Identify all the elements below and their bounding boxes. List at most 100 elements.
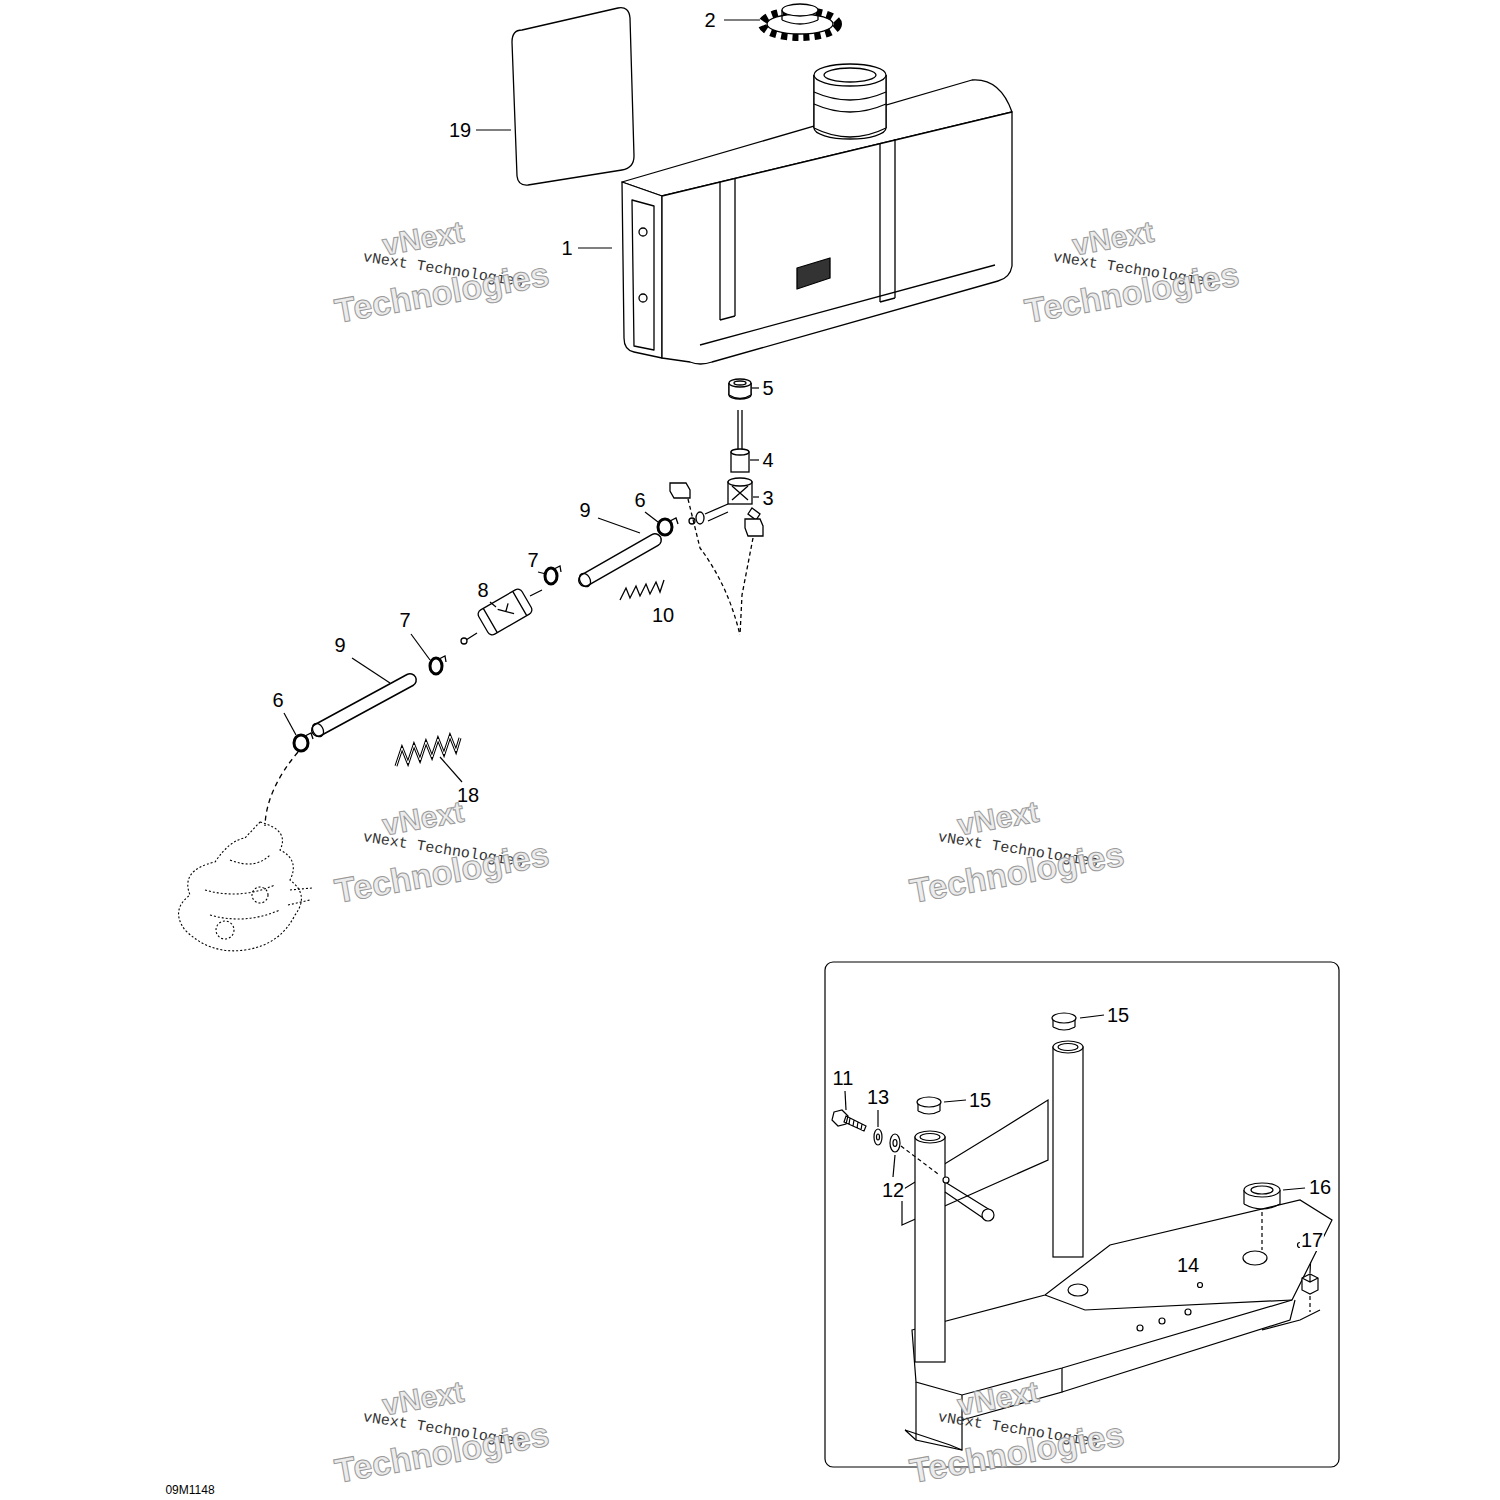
callout-number: 4: [761, 449, 774, 471]
callout-number: 16: [1308, 1176, 1332, 1198]
illustration-part: [734, 381, 746, 385]
illustration-part: [700, 265, 995, 345]
illustration-part: [1053, 1041, 1083, 1053]
callout-number: 6: [633, 489, 646, 511]
callout-number: 2: [703, 9, 716, 31]
illustration-part: [893, 1155, 895, 1177]
callout-number: 15: [968, 1089, 992, 1111]
illustration-part: [732, 486, 748, 500]
callout-number: 14: [1176, 1254, 1200, 1276]
illustration-part: [748, 508, 760, 520]
illustration-part: [893, 1140, 897, 1147]
callout-number: 5: [761, 377, 774, 399]
frame-inset: [825, 962, 1339, 1467]
illustration-part: [430, 658, 442, 674]
illustration-part: [318, 680, 410, 730]
illustration-part: [901, 1146, 938, 1174]
illustration-part: [658, 519, 672, 535]
illustration-part: [554, 566, 561, 572]
callout-number: 8: [476, 579, 489, 601]
illustration-part: [1185, 1309, 1191, 1315]
illustration-part: [915, 1131, 945, 1143]
illustration-part: [720, 178, 735, 320]
callout-number: 6: [271, 689, 284, 711]
illustration-part: [824, 68, 876, 82]
illustration-part: [639, 228, 647, 236]
illustration-part: [724, 19, 760, 20]
illustration-part: [265, 752, 298, 826]
illustration-part: [1159, 1318, 1165, 1324]
illustration-part: [252, 887, 268, 903]
illustration-part: [294, 735, 308, 751]
illustration-part: [1302, 1274, 1318, 1282]
illustration-part: [1058, 1044, 1078, 1051]
illustration-part: [1251, 1186, 1273, 1194]
illustration-part: [797, 258, 830, 289]
illustration-part: [1261, 1212, 1262, 1250]
illustration-part: [305, 733, 313, 739]
illustration-part: [1302, 1274, 1318, 1294]
illustration-part: [731, 449, 749, 455]
illustration-part: [825, 962, 1339, 1467]
illustration-part: [915, 1137, 945, 1362]
illustration-part: [598, 518, 640, 533]
illustration-part: [490, 602, 496, 607]
callout-number: 11: [832, 1067, 855, 1089]
illustration-part: [396, 736, 460, 766]
illustration-part: [476, 129, 511, 130]
illustration-part: [844, 1116, 866, 1131]
callout-number: 9: [578, 499, 591, 521]
illustration-part: [585, 540, 655, 580]
illustration-part: [1244, 1183, 1280, 1197]
illustration-part: [696, 512, 704, 524]
illustration-part: [880, 139, 895, 302]
illustration-part: [920, 1134, 940, 1141]
illustration-part: [705, 504, 728, 521]
illustration-part: [632, 200, 654, 350]
leader-lines: [284, 20, 1311, 1300]
callout-number: 3: [761, 487, 774, 509]
illustration-part: [1309, 1296, 1310, 1312]
illustration-part: [577, 571, 593, 588]
illustration-part: [943, 1177, 949, 1183]
illustration-part: [752, 387, 759, 388]
illustration-part: [396, 736, 460, 766]
illustration-part: [738, 410, 742, 455]
illustration-part: [944, 1100, 966, 1102]
illustration-part: [1068, 1284, 1088, 1296]
illustration-part: [750, 459, 759, 460]
illustration-part: [205, 855, 280, 919]
illustration-part: [439, 656, 446, 662]
illustration-part: [179, 822, 302, 951]
illustration-part: [662, 112, 1012, 364]
illustration-part: [578, 247, 612, 248]
fuel-line-parts: [179, 379, 763, 951]
illustration-part: [814, 64, 886, 86]
illustration-part: [288, 888, 312, 905]
illustration-part: [538, 572, 546, 574]
callout-number: 15: [1106, 1004, 1130, 1026]
illustration-part: [1198, 1283, 1203, 1288]
illustration-part: [1243, 1251, 1267, 1265]
callout-number: 7: [398, 609, 411, 631]
illustration-part: [740, 538, 753, 635]
illustration-part: [1137, 1325, 1143, 1331]
illustration-part: [179, 822, 312, 951]
illustration-part: [845, 1091, 846, 1110]
illustration-part: [461, 638, 467, 644]
illustration-part: [917, 1097, 941, 1107]
illustration-part: [411, 634, 430, 660]
drawing-code: 09M1148: [165, 1485, 214, 1498]
illustration-part: [877, 1110, 878, 1127]
callout-number: 17: [1300, 1229, 1324, 1251]
illustration-part: [670, 483, 690, 498]
illustration-part: [216, 921, 234, 939]
illustration-part: [352, 658, 390, 683]
illustration-part: [912, 1200, 1332, 1395]
callout-number: 10: [651, 604, 675, 626]
callout-number: 9: [333, 634, 346, 656]
illustration-part: [585, 540, 655, 580]
